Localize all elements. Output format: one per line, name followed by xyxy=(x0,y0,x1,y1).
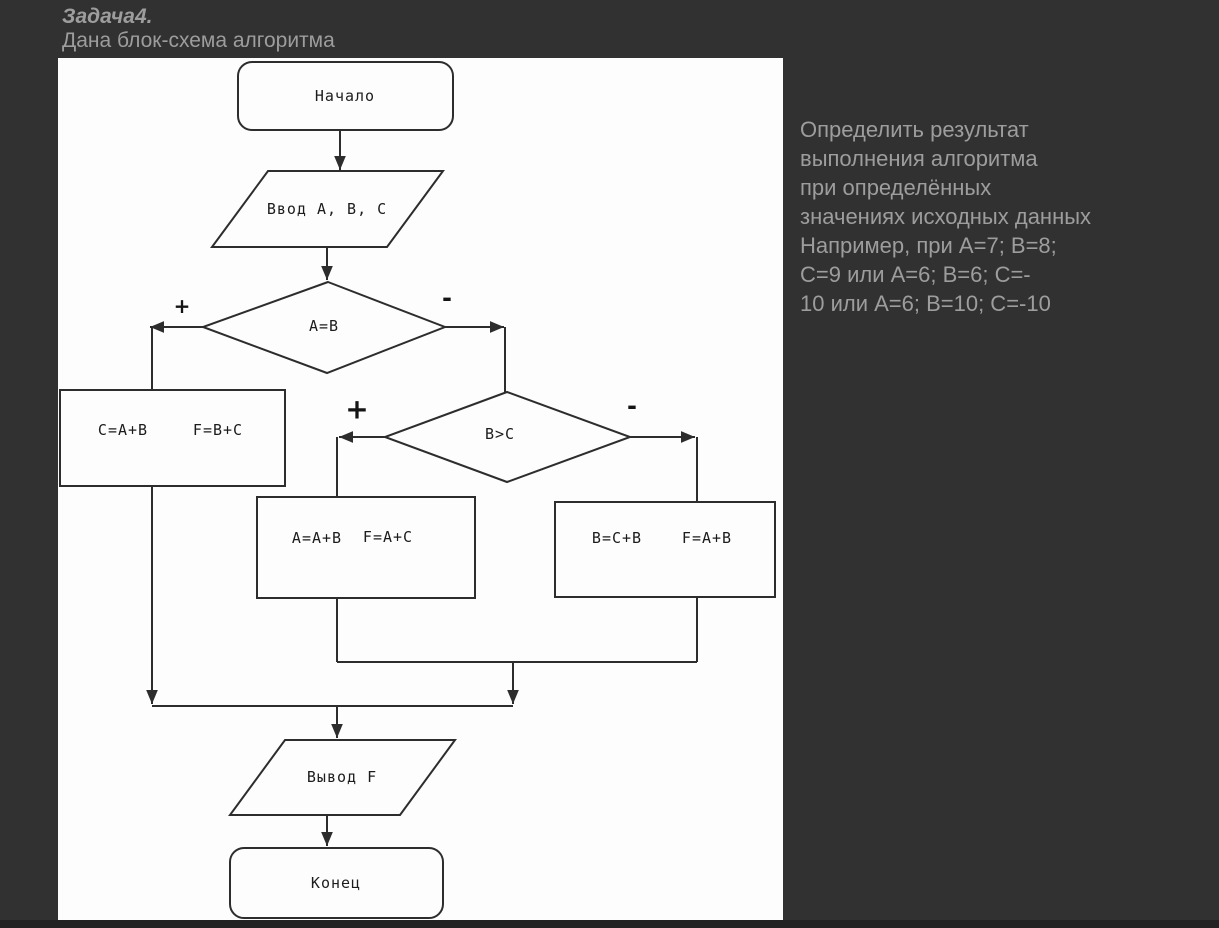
decision1-plus-sign: + xyxy=(173,294,191,318)
description-line: 10 или A=6; B=10; C=-10 xyxy=(800,291,1051,316)
process-left-stmt2: F=B+C xyxy=(192,421,244,439)
task-description: Определить результат выполнения алгоритм… xyxy=(800,115,1219,318)
task-subtitle: Дана блок-схема алгоритма xyxy=(62,29,335,52)
process-right-stmt1: B=C+B xyxy=(591,529,643,547)
description-line: при определённых xyxy=(800,175,992,200)
process-right-shape xyxy=(554,501,776,598)
process-left-stmt1: C=A+B xyxy=(97,421,149,439)
end-terminator-shape xyxy=(229,847,444,919)
process-middle-stmt1: A=A+B xyxy=(291,529,343,547)
output-label: Вывод F xyxy=(306,768,378,786)
decision2-label: B>C xyxy=(484,425,516,443)
description-line: C=9 или A=6; B=6; C=- xyxy=(800,262,1031,287)
decision1-diamond-shape xyxy=(200,280,448,375)
input-label: Ввод A, B, C xyxy=(266,200,388,218)
bottom-bar xyxy=(0,920,1219,928)
description-line: Например, при A=7; B=8; xyxy=(800,233,1057,258)
decision1-minus-sign: - xyxy=(442,284,452,312)
decision2-minus-sign: - xyxy=(627,392,637,420)
process-left-shape xyxy=(59,389,286,487)
output-parallelogram-shape xyxy=(228,739,457,816)
process-right-stmt2: F=A+B xyxy=(681,529,733,547)
decision2-plus-sign: + xyxy=(345,392,369,426)
input-parallelogram-shape xyxy=(210,170,445,248)
start-terminator-shape xyxy=(237,61,454,131)
flowchart-canvas xyxy=(59,61,776,919)
flowchart-panel: Начало Ввод A, B, C A=B + - C=A+B F=B+C … xyxy=(58,58,783,920)
description-line: значениях исходных данных xyxy=(800,204,1092,229)
description-line: Определить результат xyxy=(800,117,1029,142)
process-middle-stmt2: F=A+C xyxy=(362,528,414,546)
decision1-label: A=B xyxy=(308,317,340,335)
decision2-diamond-shape xyxy=(382,390,633,484)
description-line: выполнения алгоритма xyxy=(800,146,1038,171)
task-title: Задача4. xyxy=(62,5,153,28)
end-label: Конец xyxy=(310,874,362,892)
process-middle-shape xyxy=(256,496,476,599)
start-label: Начало xyxy=(314,87,376,105)
